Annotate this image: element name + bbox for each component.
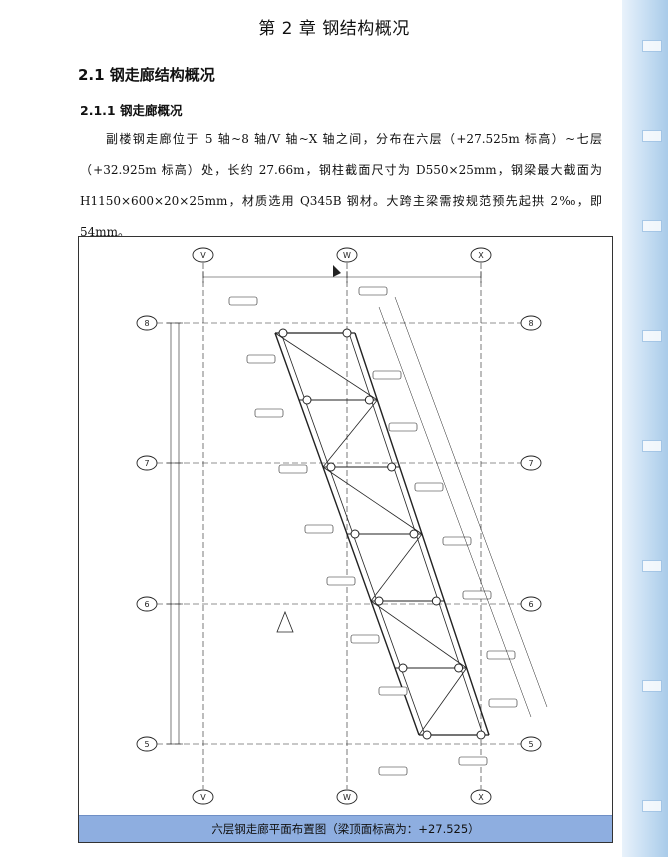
section-title: 2.1 钢走廊结构概况 <box>78 66 215 84</box>
axis-bubble-left-7 <box>136 455 158 471</box>
column-node-right-3 <box>409 529 419 539</box>
axis-bubble-top-X <box>470 247 492 263</box>
column-node-left-6 <box>422 730 432 740</box>
callout-tag-7 <box>414 482 444 492</box>
axis-bubble-left-5 <box>136 736 158 752</box>
column-node-right-4 <box>431 596 441 606</box>
axis-bubble-left-8 <box>136 315 158 331</box>
brace-1 <box>274 332 378 401</box>
axis-bubble-left-7-label: 7 <box>144 459 149 468</box>
subsection-title: 2.1.1 钢走廊概况 <box>80 103 183 118</box>
structural-plan-drawing: V V W W X X 8 8 7 7 6 6 5 5 <box>136 247 548 805</box>
callout-tag-1 <box>358 286 388 296</box>
axis-bubble-right-5-label: 5 <box>528 740 533 749</box>
axis-bubble-right-7-label: 7 <box>528 459 533 468</box>
brace-4 <box>370 533 423 602</box>
callout-tag-3 <box>372 370 402 380</box>
brace-2 <box>322 399 378 468</box>
column-node-left-2 <box>326 462 336 472</box>
axis-bubble-top-V-label: V <box>200 251 206 260</box>
axis-bubble-right-7 <box>520 455 542 471</box>
document-page: 第 2 章 钢结构概况 2.1 钢走廊结构概况 2.1.1 钢走廊概况 副楼钢走… <box>78 19 613 843</box>
callout-tag-2 <box>246 354 276 364</box>
axis-bubble-bottom-X <box>470 789 492 805</box>
axis-bubble-right-5 <box>520 736 542 752</box>
callout-tag-16 <box>378 766 408 776</box>
callout-tag-9 <box>442 536 472 546</box>
axis-bubble-bottom-X-label: X <box>478 793 484 802</box>
callout-tag-11 <box>462 590 492 600</box>
callout-tag-17 <box>458 756 488 766</box>
axis-bubble-top-W <box>336 247 358 263</box>
body-paragraph: 副楼钢走廊位于 5 轴~8 轴/V 轴~X 轴之间，分布在六层（+27.525m… <box>80 132 602 239</box>
north-arrow-icon <box>276 610 294 633</box>
axis-bubble-bottom-V <box>192 789 214 805</box>
callout-tag-4 <box>254 408 284 418</box>
structural-plan-figure: V V W W X X 8 8 7 7 6 6 5 5 六层钢走廊平面布置图（梁顶面标高为：+27.525… <box>78 236 613 843</box>
column-node-right-6 <box>476 730 486 740</box>
column-node-left-3 <box>350 529 360 539</box>
column-node-right-2 <box>387 462 397 472</box>
figure-caption: 六层钢走廊平面布置图（梁顶面标高为：+27.525） <box>79 815 612 842</box>
column-node-right-1 <box>364 395 374 405</box>
section-marker-icon <box>333 265 341 277</box>
axis-bubble-bottom-W-label: W <box>343 793 351 802</box>
callout-tag-13 <box>486 650 516 660</box>
axis-bubble-left-8-label: 8 <box>144 319 149 328</box>
callout-tag-14 <box>378 686 408 696</box>
column-node-left-0 <box>278 328 288 338</box>
callout-tag-5 <box>388 422 418 432</box>
background-decoration <box>622 0 668 857</box>
axis-bubble-top-V <box>192 247 214 263</box>
callout-tag-10 <box>326 576 356 586</box>
callout-tag-6 <box>278 464 308 474</box>
column-node-left-5 <box>398 663 408 673</box>
axis-bubble-left-5-label: 5 <box>144 740 149 749</box>
axis-bubble-top-X-label: X <box>478 251 484 260</box>
callout-tag-8 <box>304 524 334 534</box>
column-node-right-5 <box>454 663 464 673</box>
column-node-left-4 <box>374 596 384 606</box>
axis-bubble-right-8 <box>520 315 542 331</box>
column-node-left-1 <box>302 395 312 405</box>
callout-tag-0 <box>228 296 258 306</box>
slope-dimension-line-outer <box>394 296 548 708</box>
axis-bubble-bottom-W <box>336 789 358 805</box>
brace-5 <box>370 600 467 669</box>
callout-tag-15 <box>488 698 518 708</box>
column-node-right-0 <box>342 328 352 338</box>
axis-bubble-right-6-label: 6 <box>528 600 533 609</box>
callout-tag-12 <box>350 634 380 644</box>
brace-6 <box>418 667 467 736</box>
axis-bubble-left-6-label: 6 <box>144 600 149 609</box>
slope-dimension-line <box>378 306 532 718</box>
axis-bubble-bottom-V-label: V <box>200 793 206 802</box>
chapter-title: 第 2 章 钢结构概况 <box>258 19 410 39</box>
axis-bubble-top-W-label: W <box>343 251 351 260</box>
axis-bubble-left-6 <box>136 596 158 612</box>
axis-bubble-right-6 <box>520 596 542 612</box>
axis-bubble-right-8-label: 8 <box>528 319 533 328</box>
brace-3 <box>322 466 423 535</box>
